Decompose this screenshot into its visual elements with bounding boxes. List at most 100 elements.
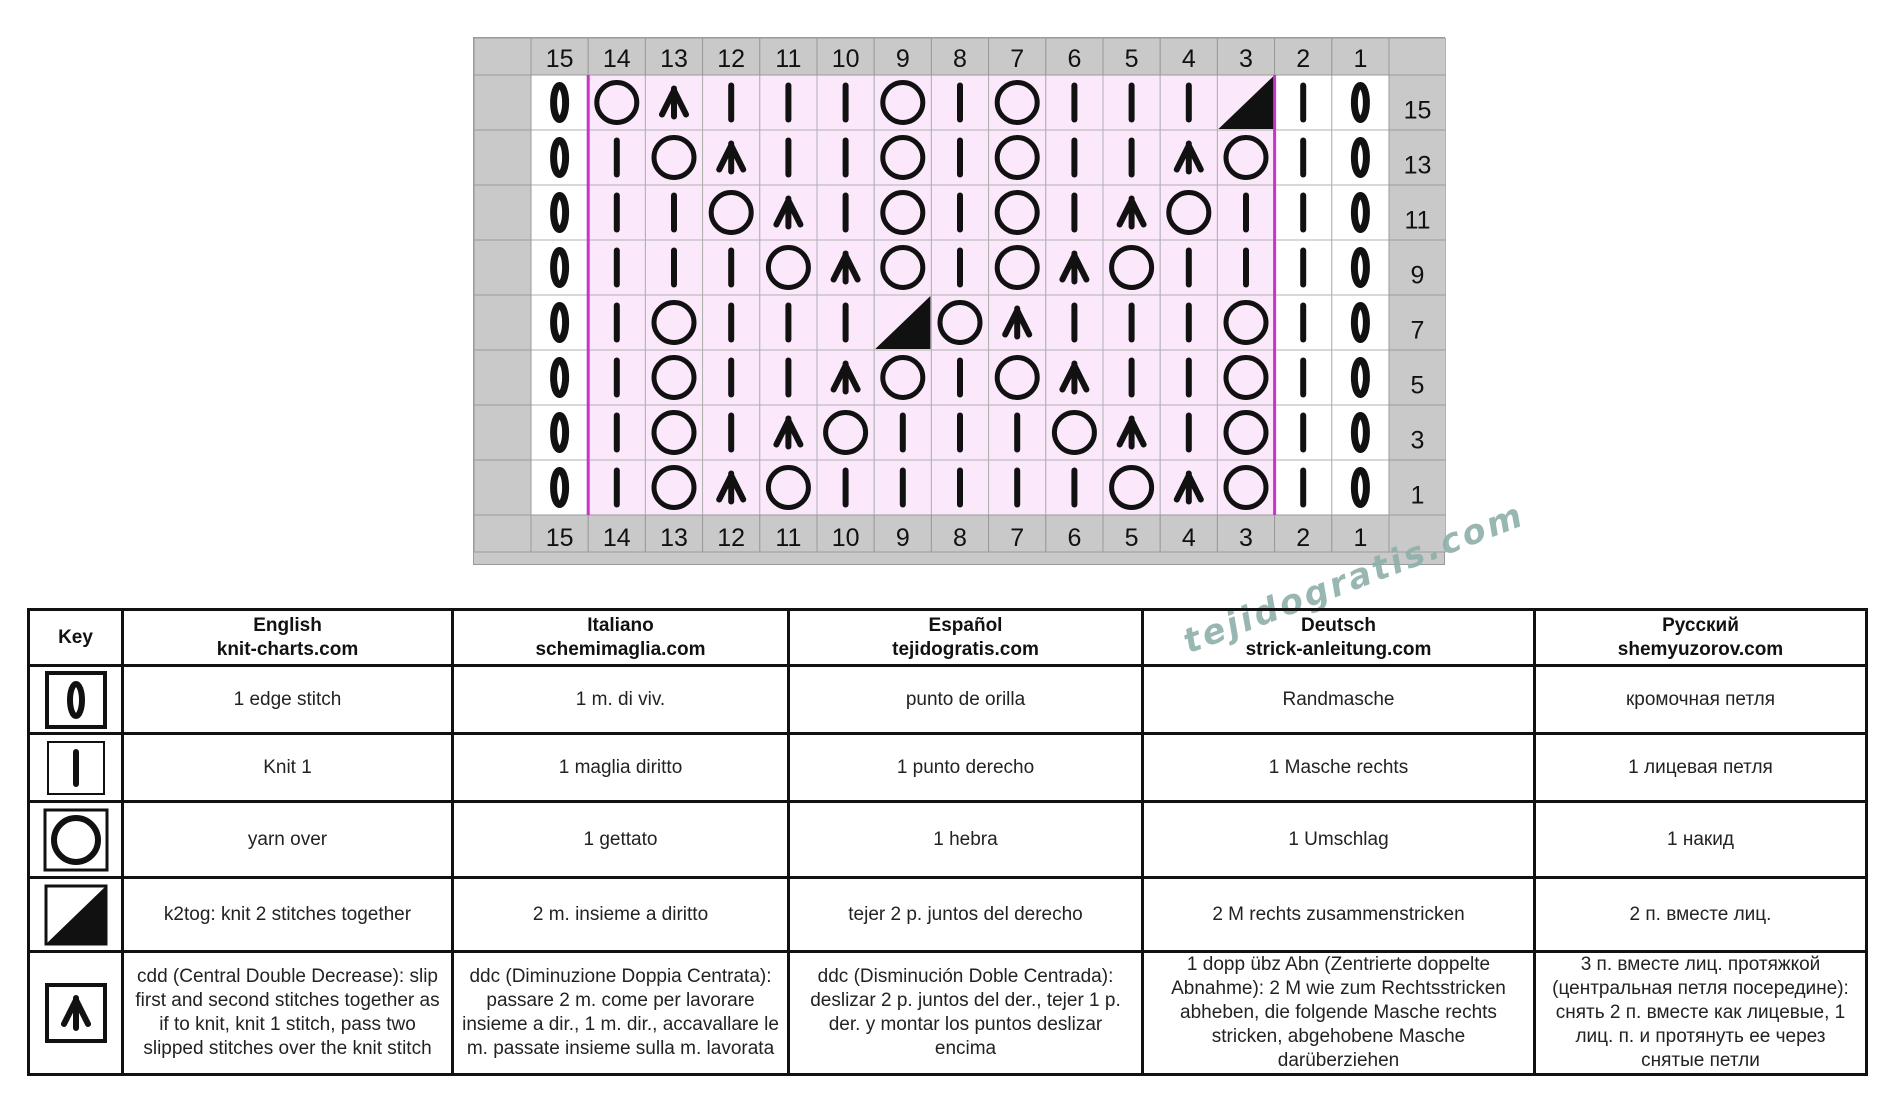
column-header-cell [1331,38,1390,76]
key-text: ddc (Diminuzione Doppia Centrata): passa… [451,950,790,1076]
column-number-top: 5 [1125,45,1139,73]
row-label-cell [1388,294,1446,351]
header-language: Deutsch [1301,614,1376,636]
key-text: 1 edge stitch [121,664,454,735]
header-language: Italiano [587,614,654,636]
yarn-over-symbol [708,190,754,235]
column-header-cell [702,38,761,76]
row-label-cell [1388,349,1446,406]
key-text: punto de orilla [787,664,1144,735]
yarn-over-symbol [880,245,926,290]
column-footer-cell [1045,514,1104,553]
column-footer-cell [1102,514,1161,553]
column-header-cell [1159,38,1218,76]
column-header-cell [1102,38,1161,76]
row-left-margin-cell [474,129,532,186]
row-label-cell [1388,74,1446,131]
yarn-over-symbol [651,135,697,180]
key-text: 2 m. insieme a diritto [451,876,790,953]
edge-stitch-symbol-icon [44,670,107,729]
column-footer-cell [930,514,990,553]
cdd-symbol [1002,305,1033,340]
row-number: 11 [1405,207,1431,235]
yarn-over-symbol [880,190,926,235]
yarn-over-symbol [651,355,697,400]
key-text: 1 m. di viv. [451,664,790,735]
key-text: Knit 1 [121,732,454,803]
column-footer-cell [587,514,646,553]
key-row-k2tog: k2tog: knit 2 stitches together 2 m. ins… [27,876,1868,953]
yarn-over-symbol-icon [43,808,108,871]
yarn-over-symbol [1223,410,1269,455]
column-footer-cell [759,514,818,553]
key-symbol-cell [27,664,124,735]
key-symbol-cell [27,800,124,879]
corner-cell [474,38,532,76]
column-header-cell [1216,38,1276,76]
yarn-over-symbol [1223,135,1269,180]
column-number-top: 6 [1067,45,1081,73]
column-number-top: 7 [1010,45,1024,73]
column-number-top: 8 [953,45,967,73]
column-number-bottom: 12 [717,524,745,552]
edge-stitch-symbol [1350,247,1370,288]
column-footer-cell [1274,514,1333,553]
cdd-symbol [773,415,804,450]
yarn-over-symbol [765,245,811,290]
yarn-over-symbol [1109,465,1155,510]
column-number-bottom: 15 [546,524,574,552]
column-footer-cell [988,514,1047,553]
row-number: 7 [1411,317,1425,345]
key-row-central-double-decrease: cdd (Central Double Decrease): slip firs… [27,950,1868,1076]
column-number-bottom: 5 [1125,524,1139,552]
corner-cell [1388,514,1446,553]
column-number-bottom: 1 [1353,524,1367,552]
key-row-yarn-over: yarn over 1 gettato 1 hebra 1 Umschlag 1… [27,800,1868,879]
key-symbol-cell [27,732,124,803]
edge-stitch-symbol [550,137,570,178]
column-header-cell [759,38,818,76]
column-footer-cell [1159,514,1218,553]
column-number-bottom: 14 [603,524,631,552]
key-text: 1 лицевая петля [1533,732,1868,803]
key-text: yarn over [121,800,454,879]
chart-cell [816,239,875,296]
column-footer-cell [816,514,875,553]
cdd-symbol [773,195,804,230]
key-text: 1 dopp übz Abn (Zentrierte doppelte Abna… [1141,950,1536,1076]
yarn-over-symbol [765,465,811,510]
cdd-symbol [1116,195,1147,230]
column-number-top: 1 [1353,45,1367,73]
cdd-symbol [830,250,861,285]
yarn-over-symbol [1223,465,1269,510]
column-number-top: 13 [660,45,688,73]
english-column-header: English knit-charts.com [121,608,454,667]
column-header-cell [873,38,932,76]
column-number-top: 10 [832,45,860,73]
edge-stitch-symbol [1350,82,1370,123]
header-site: schemimaglia.com [535,638,706,660]
yarn-over-symbol [880,135,926,180]
edge-stitch-symbol [550,357,570,398]
yarn-over-symbol [594,80,640,125]
key-text: 1 gettato [451,800,790,879]
yarn-over-symbol [994,355,1040,400]
k2tog-symbol-icon [44,884,107,945]
yarn-over-symbol [651,465,697,510]
key-text: 1 punto derecho [787,732,1144,803]
yarn-over-symbol [1109,245,1155,290]
key-text: 1 Masche rechts [1141,732,1536,803]
knit-symbol-icon [46,740,105,795]
russian-column-header: Русский shemyuzorov.com [1533,608,1868,667]
key-text: 1 накид [1533,800,1868,879]
column-header-cell [1045,38,1104,76]
column-header-cell [1274,38,1333,76]
edge-stitch-symbol [1350,302,1370,343]
header-language: Español [928,614,1003,636]
column-footer-cell [702,514,761,553]
yarn-over-symbol [994,245,1040,290]
cdd-symbol [1173,470,1204,505]
key-text: Randmasche [1141,664,1536,735]
key-table: Key English knit-charts.com Italiano sch… [27,608,1868,1076]
key-header-row: Key English knit-charts.com Italiano sch… [27,608,1868,667]
